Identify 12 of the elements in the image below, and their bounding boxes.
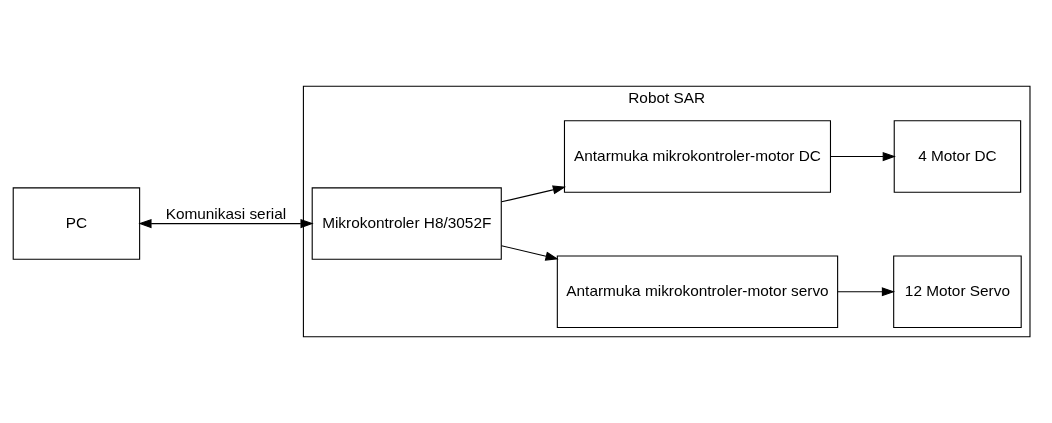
edge-label: Komunikasi serial	[165, 205, 287, 223]
node-box: 4 Motor DC	[893, 120, 1022, 193]
arrow	[837, 287, 896, 297]
arrow	[500, 185, 566, 203]
node-box: Mikrokontroler H8/3052F	[311, 187, 502, 260]
node-box: Antarmuka mikrokontroler-motor DC	[563, 120, 832, 193]
arrow	[500, 245, 559, 261]
node-box: Antarmuka mikrokontroler-motor servo	[556, 255, 839, 329]
arrow	[138, 218, 314, 229]
node-box: 12 Motor Servo	[893, 255, 1022, 329]
node-box: PC	[12, 187, 141, 260]
arrow	[830, 151, 896, 162]
